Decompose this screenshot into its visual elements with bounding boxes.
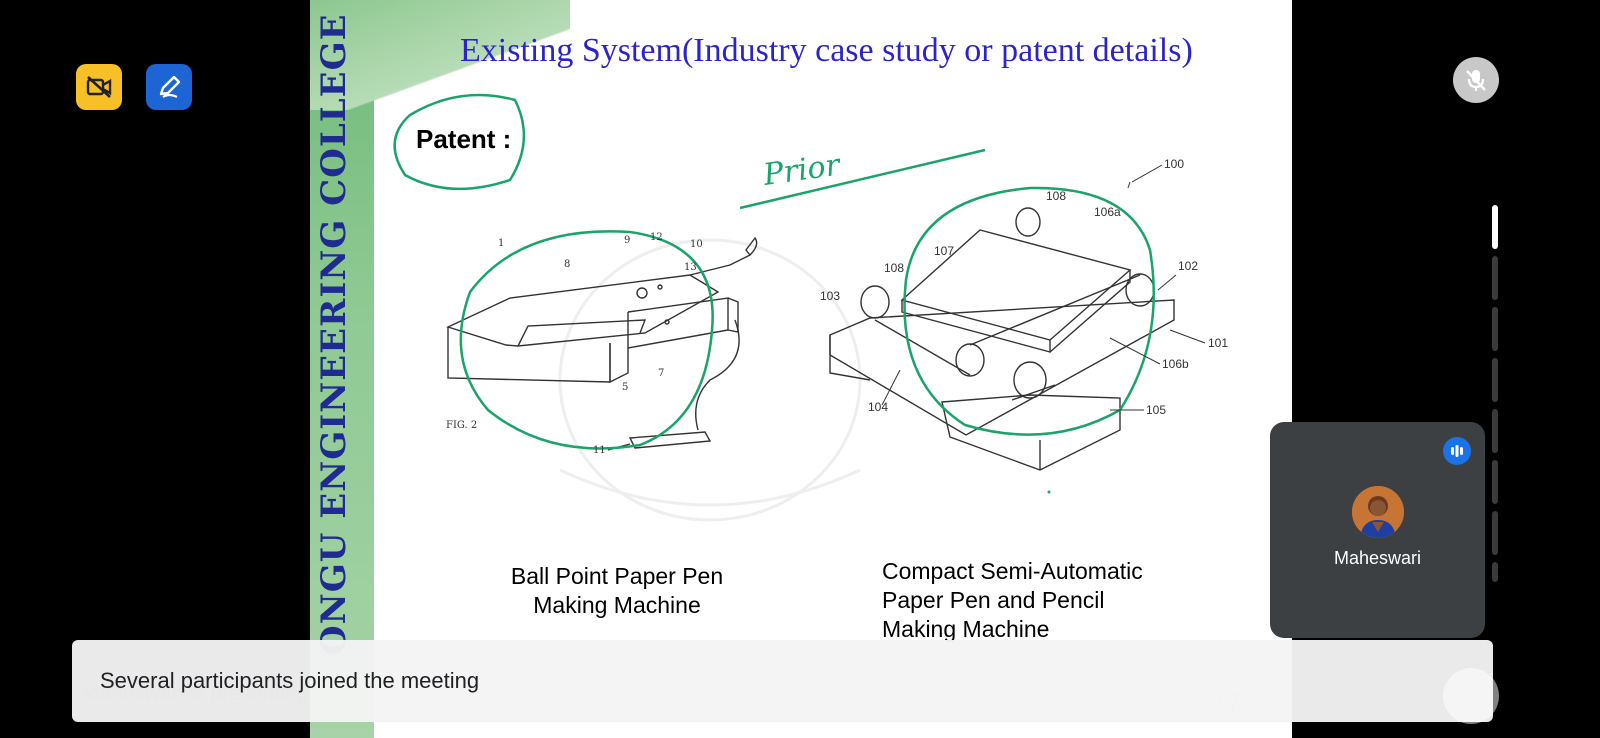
patent-drawings: Prior 1 8 9 12 10 13 7 <box>393 93 1228 522</box>
pen-icon <box>159 75 181 98</box>
video-off-button[interactable] <box>76 64 122 110</box>
figure-number: 105 <box>1146 403 1166 417</box>
mic-muted-indicator <box>1453 57 1499 103</box>
participant-tile[interactable]: Maheswari <box>1270 422 1485 638</box>
figure-number: 1 <box>498 238 504 249</box>
figure-number: 102 <box>1178 259 1198 273</box>
pen-machine-circle-annotation <box>459 230 714 450</box>
figure-number: 13 <box>684 262 697 273</box>
slide-side-band <box>310 0 374 738</box>
figure-number: 107 <box>934 244 954 258</box>
pencil-machine-circle-annotation <box>903 186 1155 436</box>
mic-off-icon <box>1466 70 1486 91</box>
right-figure-caption: Compact Semi-Automatic Paper Pen and Pen… <box>882 557 1202 644</box>
scroll-indicator <box>1492 256 1498 300</box>
speaking-indicator <box>1443 437 1471 465</box>
figure-number: 7 <box>658 368 664 379</box>
figure-number: 5 <box>622 382 628 393</box>
patent-circle-annotation <box>393 93 526 191</box>
annotate-button[interactable] <box>146 64 192 110</box>
caption-line: Compact Semi-Automatic <box>882 558 1143 584</box>
presenting-status: Maheswari is presenting <box>82 682 309 705</box>
figure-number: 12 <box>650 232 663 243</box>
college-watermark <box>558 238 862 522</box>
slide-corner-decoration <box>310 0 570 110</box>
toast-message: Several participants joined the meeting <box>100 668 480 693</box>
handwritten-underline <box>739 148 986 210</box>
figure-number: 8 <box>564 259 570 270</box>
left-figure-caption: Ball Point Paper Pen Making Machine <box>482 562 752 620</box>
figure-number: 106b <box>1162 357 1189 371</box>
figure-number: 108 <box>884 261 904 275</box>
participant-name: Maheswari <box>1333 548 1422 568</box>
figure-label: FIG. 2 <box>446 420 477 431</box>
figure-number: 9 <box>624 235 630 246</box>
join-notification-toast: Maheswari is presenting Several particip… <box>72 640 1493 722</box>
speaking-icon <box>1451 445 1463 457</box>
scroll-indicator <box>1492 511 1498 555</box>
scroll-indicator <box>1492 307 1498 351</box>
avatar <box>1352 486 1404 538</box>
pen-machine-drawing <box>446 236 758 451</box>
figure-number: 101 <box>1208 336 1228 350</box>
caption-line: Making Machine <box>882 616 1050 642</box>
figure-number: 11 <box>593 445 606 456</box>
scroll-indicator <box>1492 358 1498 402</box>
scroll-indicator-active <box>1492 205 1498 249</box>
scroll-indicator <box>1492 409 1498 453</box>
figure-number: 100 <box>1164 157 1184 171</box>
pencil-machine-drawing <box>829 207 1175 494</box>
slide-title: Existing System(Industry case study or p… <box>460 32 1193 69</box>
scroll-indicator <box>1492 460 1498 504</box>
caption-line: Making Machine <box>533 592 701 618</box>
meeting-controls-button[interactable] <box>1443 668 1499 724</box>
caption-line: Paper Pen and Pencil <box>882 587 1105 613</box>
figure-number: 108 <box>1046 189 1066 203</box>
figure-number: 104 <box>868 400 888 414</box>
patent-label: Patent : <box>416 124 512 154</box>
scroll-indicator <box>1492 562 1498 582</box>
presentation-slide: ONGU ENGINEERING COLLEGE Existing System… <box>310 0 1292 738</box>
video-off-icon <box>86 76 112 98</box>
figure-number: 103 <box>820 289 840 303</box>
caption-line: Ball Point Paper Pen <box>510 563 724 589</box>
figure-number: 106a <box>1094 205 1121 219</box>
figure-number: 10 <box>690 239 703 250</box>
